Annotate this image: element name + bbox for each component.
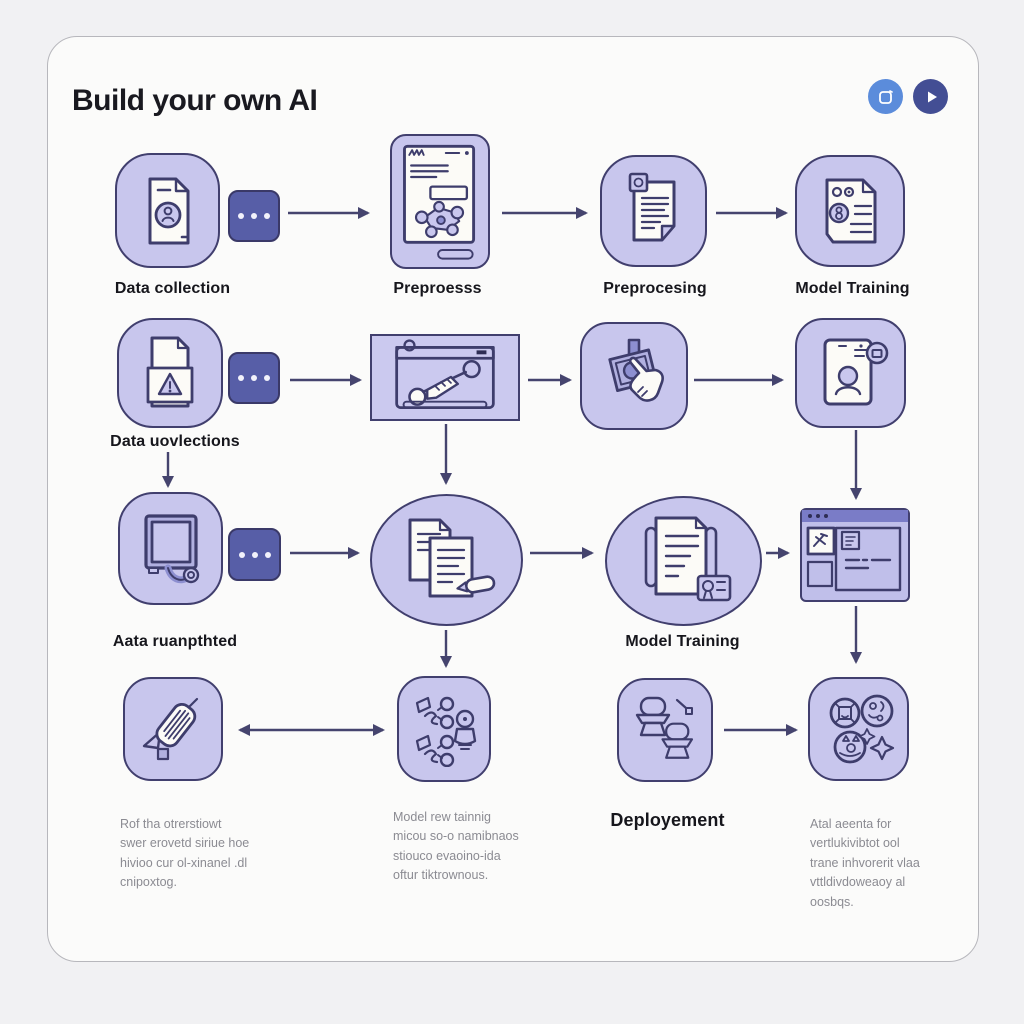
step-label-preproesss: Preproesss: [393, 280, 482, 297]
step-label-data-uovlections: Data uovlections: [110, 433, 240, 450]
copy-button[interactable]: [868, 79, 903, 114]
tablet-person-icon: [823, 338, 888, 406]
model-training-node: [795, 155, 905, 267]
play-button[interactable]: [913, 79, 948, 114]
copy-icon: [878, 89, 893, 104]
data-uovlections-node: [117, 318, 223, 428]
rocket-note-node: [123, 677, 223, 781]
step-label-preprocesing: Preprocesing: [603, 280, 707, 297]
monitor-cable-icon: [143, 513, 199, 583]
tablet-graph-icon: [403, 144, 476, 260]
documents-certificate-icon: [644, 516, 731, 602]
flow-numbers-icon: [415, 696, 477, 767]
data-collection-node: [115, 153, 220, 268]
preprocesing-node: [600, 155, 707, 267]
preproesss-node: [390, 134, 490, 269]
tablet-person-node: [795, 318, 906, 428]
document-circles-icon: [825, 178, 877, 244]
browser-tools-icon: [395, 338, 495, 409]
play-icon: [927, 91, 937, 102]
model-training2-node: [605, 496, 762, 626]
documents-marker-node: [370, 494, 523, 626]
deployement-node: [617, 678, 713, 782]
document-lock-icon: [148, 177, 189, 244]
dashboard-window-node: [800, 508, 910, 602]
step-label-model-training2: Model Training: [625, 633, 740, 650]
aata-ruanpthted-node: [118, 492, 223, 605]
rocket-note-icon: [142, 697, 199, 761]
hand-press-node: [580, 322, 688, 430]
documents-marker-icon: [408, 518, 495, 598]
note-1: Rof tha otrerstiowt swer erovetd siriue …: [120, 817, 250, 890]
note-3: Atal aeenta for vertlukivibtot ool trane…: [810, 817, 920, 909]
hand-press-icon: [608, 338, 664, 402]
dashboard-window-icon: [802, 510, 908, 592]
ellipsis-icon: [228, 528, 281, 581]
badges-sparkles-icon: [829, 694, 894, 764]
badges-node: [808, 677, 909, 781]
step-label-model-training: Model Training: [795, 280, 910, 297]
browser-tools-node: [370, 334, 520, 421]
flow-numbers-node: [397, 676, 491, 782]
pawns-icon: [635, 696, 694, 759]
document-warning-icon: [146, 336, 194, 408]
note-2: Model rew tainnig micou so-o namibnaos s…: [393, 810, 519, 883]
step-label-data-collection: Data collection: [114, 280, 231, 297]
step-label-deployement: Deployement: [610, 810, 725, 830]
page-title: Build your own AI: [72, 84, 318, 117]
step-label-aata-ruanpthted: Aata ruanpthted: [112, 633, 238, 650]
document-clip-icon: [628, 172, 675, 242]
ellipsis-icon: [228, 190, 280, 242]
ellipsis-icon: [228, 352, 280, 404]
